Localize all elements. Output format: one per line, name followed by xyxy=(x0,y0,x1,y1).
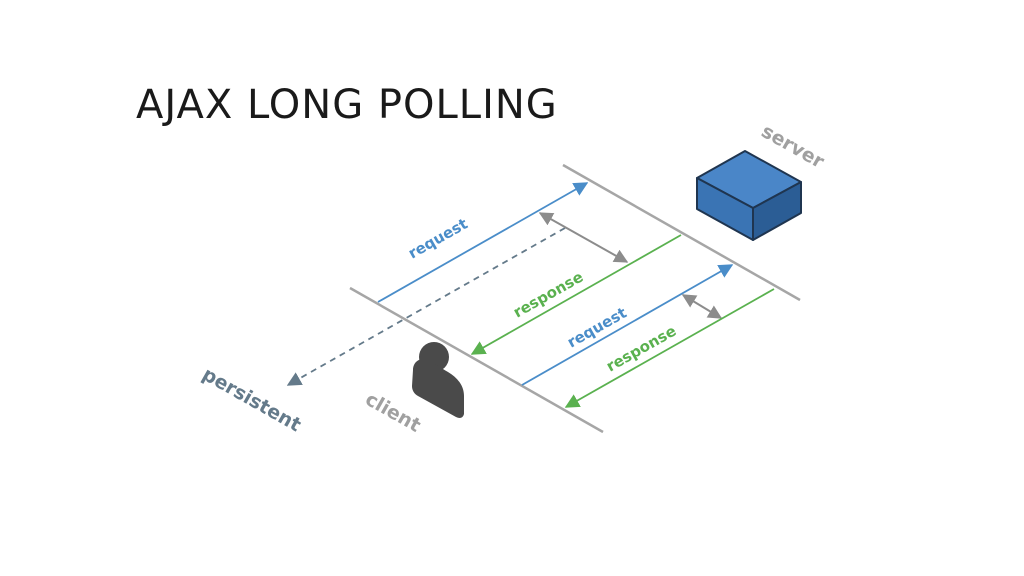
slide-title: AJAX LONG POLLING xyxy=(136,82,558,128)
request-arrow-1 xyxy=(377,182,589,303)
persistent-connection-arrow xyxy=(286,227,566,386)
request-label-2: request xyxy=(564,304,630,352)
client-timeline xyxy=(349,286,604,434)
user-icon xyxy=(412,342,464,418)
hold-arrow-1 xyxy=(538,212,629,263)
request-arrow-2 xyxy=(521,264,734,386)
persistent-label: persistent xyxy=(199,363,305,436)
response-arrow-2 xyxy=(564,288,775,408)
response-arrow-1 xyxy=(470,234,682,355)
server-timeline xyxy=(562,163,801,302)
client-label: client xyxy=(362,388,425,437)
hold-arrow-2 xyxy=(681,294,723,319)
server-cube-icon xyxy=(696,150,802,241)
